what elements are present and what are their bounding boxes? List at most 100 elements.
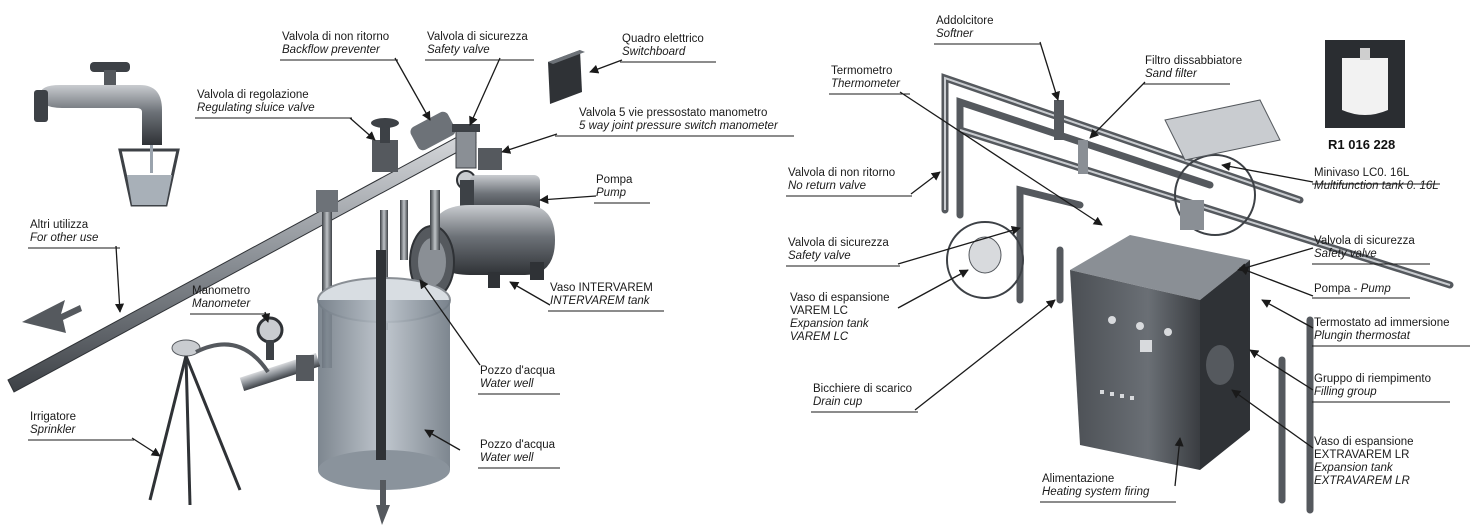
label-en: Pump <box>596 187 627 199</box>
label-en: Plungin thermostat <box>1314 330 1410 342</box>
label-it: Valvola 5 vie pressostato manometro <box>579 107 768 119</box>
label-it: Valvola di sicurezza <box>1314 235 1415 247</box>
pipe-highlight <box>944 76 1451 286</box>
sand-filter-unit <box>1078 140 1088 174</box>
label-en-2: EXTRAVAREM LR <box>1314 475 1410 487</box>
minivaso-tank <box>1164 99 1281 236</box>
label-en: Water well <box>480 378 534 390</box>
label-en-1: Expansion tank <box>1314 462 1393 474</box>
label-no-return-valve: Valvola di non ritorno No return valve <box>788 167 895 193</box>
label-it-2: VAREM LC <box>790 305 848 317</box>
tap-icon <box>34 62 180 207</box>
boiler <box>1070 235 1250 470</box>
label-regulating-valve: Valvola di regolazione Regulating sluice… <box>197 89 315 115</box>
label-en: Pump <box>1360 283 1391 295</box>
label-en: Filling group <box>1314 386 1377 398</box>
label-thermostat: Termostato ad immersione Plungin thermos… <box>1314 317 1450 343</box>
label-it: Pompa <box>1314 283 1351 295</box>
label-it: Valvola di sicurezza <box>427 31 528 43</box>
right-underlines <box>786 43 1470 503</box>
regulating-valve <box>371 118 399 172</box>
label-backflow-preventer: Valvola di non ritorno Backflow prevente… <box>282 31 389 57</box>
product-photo <box>1325 40 1405 128</box>
label-en: Safety valve <box>1314 248 1377 260</box>
label-en: Sprinkler <box>30 424 76 436</box>
label-softner: Addolcitore Softner <box>936 15 994 41</box>
label-en: INTERVAREM tank <box>550 295 650 307</box>
label-en: Regulating sluice valve <box>197 102 315 114</box>
label-other-use: Altri utilizza For other use <box>30 219 98 245</box>
label-sprinkler: Irrigatore Sprinkler <box>30 411 76 437</box>
label-it: Addolcitore <box>936 15 994 27</box>
label-it: Pozzo d'acqua <box>480 439 556 451</box>
label-safety-valve-right-b: Valvola di sicurezza Safety valve <box>1314 235 1415 261</box>
label-it: Termometro <box>831 65 893 77</box>
label-it: Vaso INTERVAREM <box>550 282 653 294</box>
label-en: Multifunction tank 0. 16L <box>1314 180 1439 192</box>
label-it: Pozzo d'acqua <box>480 365 556 377</box>
label-water-well-1: Pozzo d'acqua Water well <box>480 365 555 391</box>
label-heating-firing: Alimentazione Heating system firing <box>1042 473 1149 499</box>
label-it: Valvola di non ritorno <box>282 31 390 43</box>
label-it: Bicchiere di scarico <box>813 383 913 395</box>
label-pump-left: Pompa Pump <box>596 174 632 200</box>
label-it-2: EXTRAVAREM LR <box>1314 449 1410 461</box>
label-it: Valvola di regolazione <box>197 89 309 101</box>
product-code: R1 016 228 <box>1328 137 1396 152</box>
label-water-well-2: Pozzo d'acqua Water well <box>480 439 555 465</box>
label-extravarem: Vaso di espansione EXTRAVAREM LR Expansi… <box>1314 436 1414 488</box>
switchboard <box>548 50 585 104</box>
left-underlines <box>28 59 794 469</box>
label-it: Valvola di non ritorno <box>788 167 896 179</box>
label-it-1: Vaso di espansione <box>790 292 890 304</box>
label-en: Sand filter <box>1145 68 1197 80</box>
label-en: For other use <box>30 232 99 244</box>
label-intervarem-tank: Vaso INTERVAREM INTERVAREM tank <box>550 282 653 308</box>
extravarem-tank <box>1206 345 1234 385</box>
label-en: Heating system firing <box>1042 486 1150 498</box>
label-it: Termostato ad immersione <box>1314 317 1450 329</box>
label-it: Irrigatore <box>30 411 77 423</box>
label-varem-lc: Vaso di espansione VAREM LC Expansion ta… <box>790 292 890 344</box>
label-en: Switchboard <box>622 46 686 58</box>
label-en-1: Expansion tank <box>790 318 869 330</box>
label-en: Manometer <box>192 298 251 310</box>
label-manometer: Manometro Manometer <box>192 285 250 311</box>
intervarem-tank <box>409 190 555 299</box>
label-it: Pompa <box>596 174 633 186</box>
label-it: Manometro <box>192 285 251 297</box>
label-switchboard: Quadro elettrico Switchboard <box>622 33 704 59</box>
label-it: Altri utilizza <box>30 219 89 231</box>
label-en: Softner <box>936 28 974 40</box>
label-it: Filtro dissabbiatore <box>1145 55 1243 67</box>
label-thermometer: Termometro Thermometer <box>831 65 900 91</box>
left-leader-lines <box>114 57 623 457</box>
label-five-way-joint: Valvola 5 vie pressostato manometro 5 wa… <box>579 107 778 133</box>
label-it: Alimentazione <box>1042 473 1115 485</box>
label-safety-valve-left: Valvola di sicurezza Safety valve <box>427 31 528 57</box>
sprinkler <box>148 339 270 506</box>
manometer-assembly <box>239 316 321 392</box>
label-safety-valve-right-a: Valvola di sicurezza Safety valve <box>788 237 889 263</box>
tee-fitting <box>316 190 338 212</box>
label-en-2: VAREM LC <box>790 331 849 343</box>
label-sep: - <box>1350 283 1361 295</box>
label-en: Water well <box>480 452 534 464</box>
safety-valve <box>452 124 480 169</box>
label-minivaso: Minivaso LC0. 16L Multifunction tank 0. … <box>1314 167 1439 193</box>
label-en: Backflow preventer <box>282 44 380 56</box>
right-leader-lines <box>897 41 1314 487</box>
label-en: Thermometer <box>831 78 901 90</box>
softner-unit <box>1054 100 1064 140</box>
water-well <box>317 250 451 525</box>
label-en: No return valve <box>788 180 866 192</box>
label-en: Safety valve <box>427 44 490 56</box>
varem-lc-tank <box>946 221 1024 299</box>
label-it: Minivaso LC0. 16L <box>1314 167 1410 179</box>
label-en: Safety valve <box>788 250 851 262</box>
suction-pipe-2 <box>400 200 408 260</box>
label-it: Gruppo di riempimento <box>1314 373 1431 385</box>
label-filling-group: Gruppo di riempimento Filling group <box>1314 373 1431 399</box>
